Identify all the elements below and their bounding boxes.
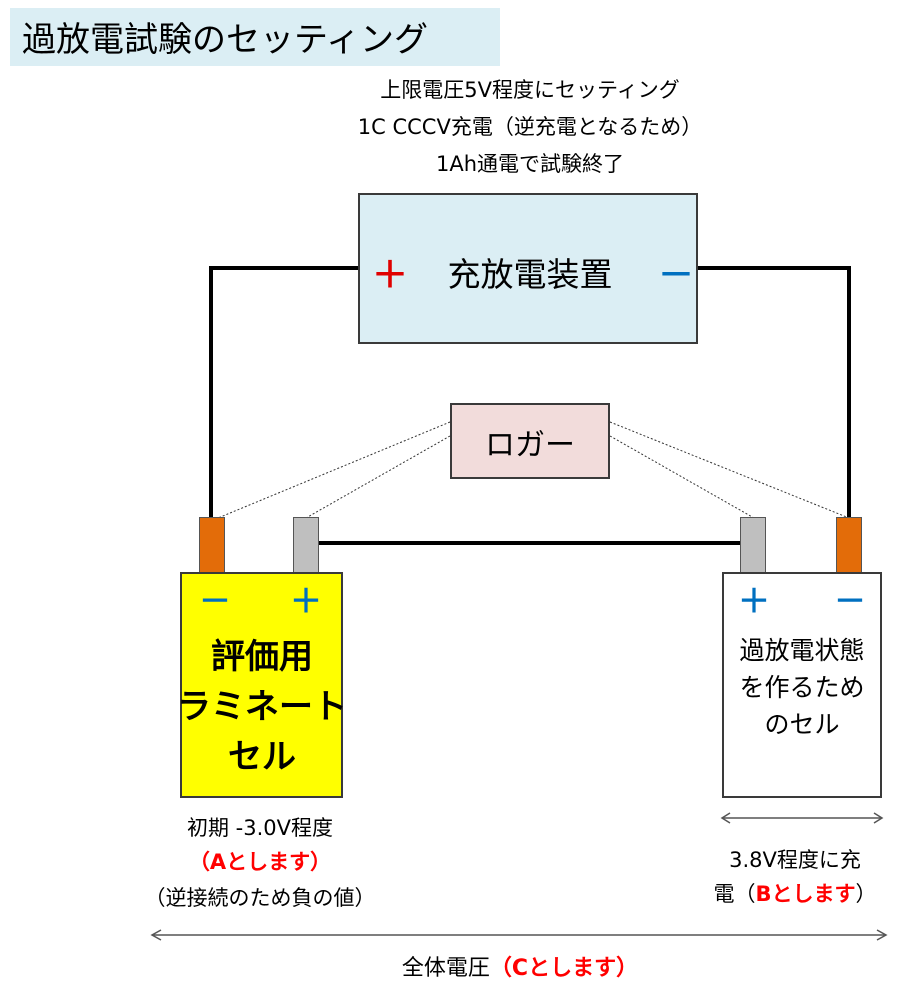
logger-box [450, 403, 610, 479]
cell-a-minus-sign: － [199, 582, 232, 620]
cell-b-voltage-arrow [720, 812, 884, 824]
note-line-1: 上限電圧5V程度にセッティング [380, 78, 680, 102]
cell-a-negative-tab [199, 517, 225, 573]
cell-a-label-line-1: 評価用 [211, 637, 313, 677]
note-line-3: 1Ah通電で試験終了 [435, 152, 625, 176]
page-title: 過放電試験のセッティング [22, 20, 428, 60]
cell-b-plus-sign: ＋ [738, 582, 771, 620]
cell-a-positive-tab [293, 517, 319, 573]
cell-b-label-line-2: を作るため [739, 673, 865, 702]
cell-a-note: （逆接続のため負の値） [144, 886, 376, 910]
wire-charger-minus-to-cell-b [698, 266, 851, 520]
cell-b-body [722, 572, 882, 798]
charger-minus-terminal: － [658, 255, 695, 296]
logger-lead-2 [305, 435, 451, 519]
logger-lead-3 [609, 421, 850, 519]
total-voltage-prefix: 全体電圧 [401, 956, 490, 981]
cell-a-body [180, 572, 343, 798]
note-line-2: 1C CCCV充電（逆充電となるため） [357, 115, 703, 139]
logger-lead-4 [609, 435, 755, 519]
charger-label: 充放電装置 [447, 255, 613, 294]
wire-charger-plus-to-cell-a [209, 266, 358, 520]
cell-a-tag: （Aとします） [188, 850, 332, 874]
cell-a-label-line-3: セル [228, 737, 296, 777]
cell-b-negative-tab [836, 517, 862, 573]
cell-b-label-line-3: のセル [764, 710, 840, 739]
cell-a-initial-voltage: 初期 -3.0V程度 [186, 816, 333, 840]
cell-b-minus-sign: － [834, 582, 867, 620]
cell-b-tag: 電（Bとします） [690, 878, 900, 908]
total-voltage-tag: （Cとします） [489, 956, 639, 981]
cell-b-tag-suffix: ） [855, 882, 877, 906]
charger-plus-terminal: ＋ [372, 255, 409, 296]
charger-box [358, 193, 698, 344]
logger-lead-1 [217, 421, 451, 519]
cell-a-plus-sign: ＋ [290, 582, 323, 620]
cell-a-label-line-2: ラミネート [177, 687, 347, 727]
logger-label: ロガー [485, 428, 575, 463]
cell-b-tag-prefix: 電（ [713, 882, 756, 906]
cell-b-tag-red: Bとします [755, 882, 856, 906]
cell-a-label: 評価用 ラミネート セル [176, 632, 348, 782]
total-voltage-arrow [150, 929, 888, 941]
total-voltage-label: 全体電圧（Cとします） [350, 950, 690, 982]
cell-b-positive-tab [740, 517, 766, 573]
cell-b-charge-level: 3.8V程度に充 [729, 848, 861, 872]
cell-b-label: 過放電状態 を作るため のセル [718, 632, 886, 743]
cell-b-label-line-1: 過放電状態 [739, 636, 865, 665]
title-bar [10, 8, 500, 66]
